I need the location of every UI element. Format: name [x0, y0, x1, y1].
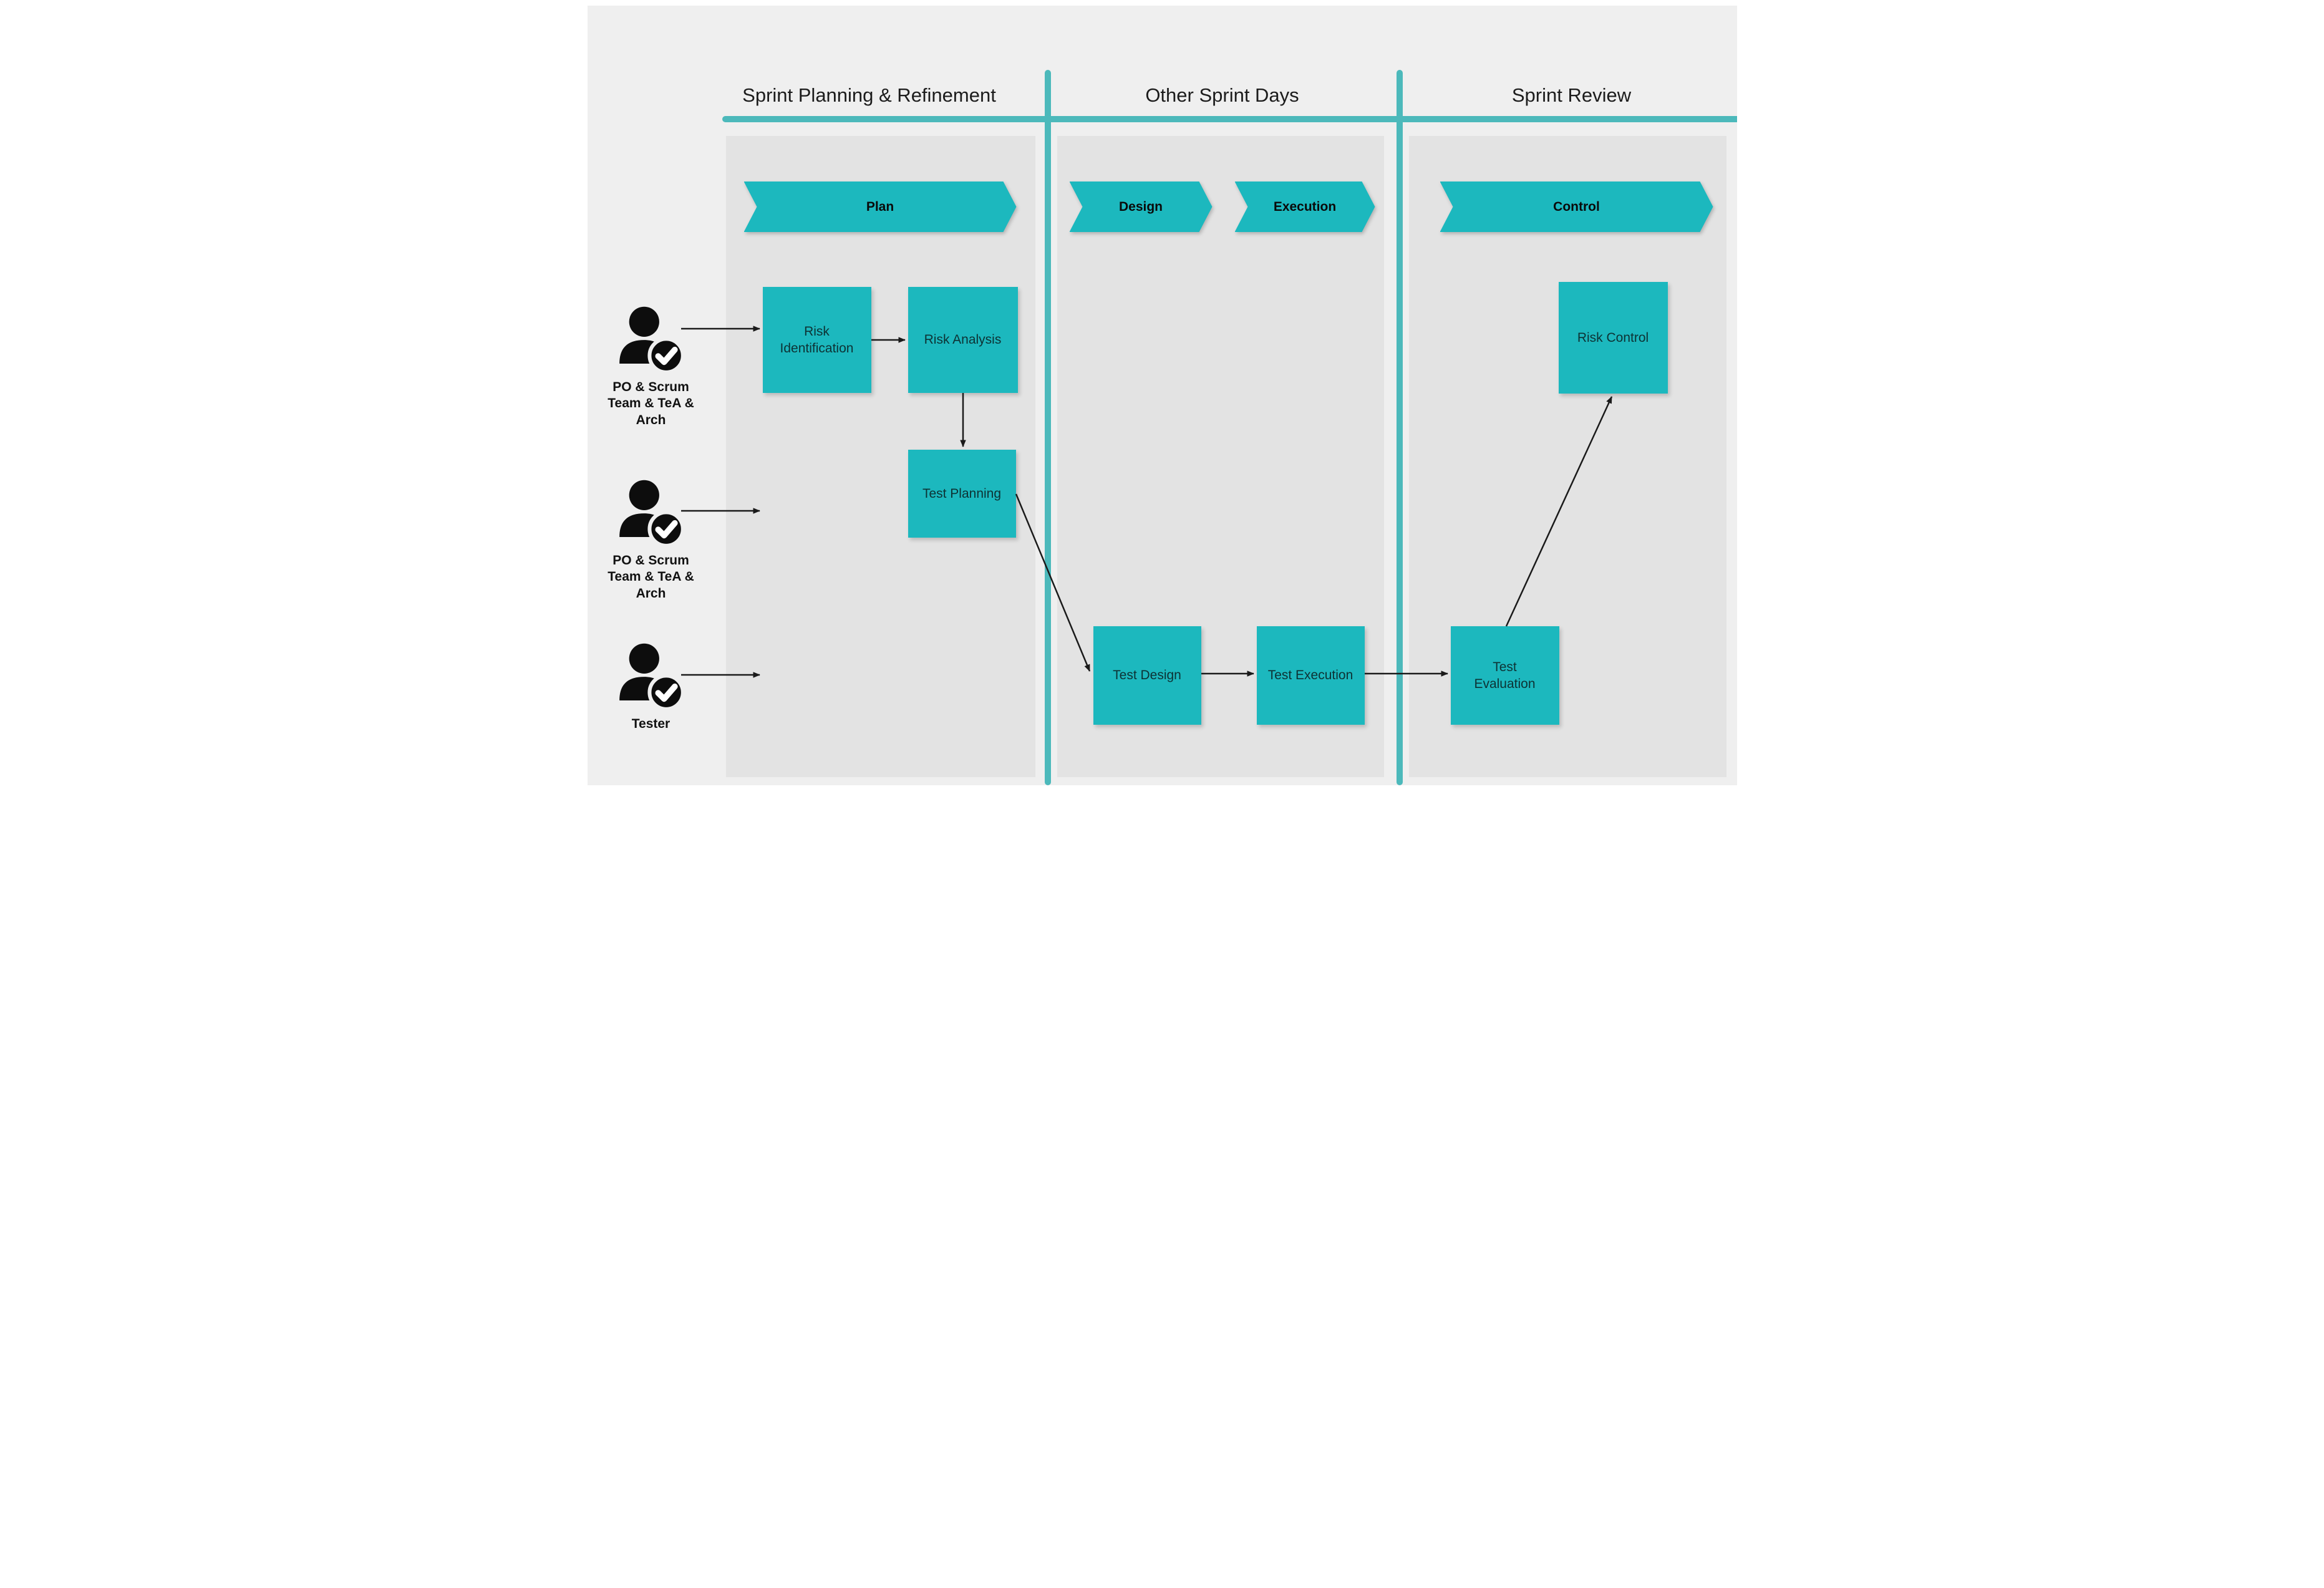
- phase-chevron-execution-shape: Execution: [1235, 182, 1375, 232]
- actor-label: PO & Scrum Team & TeA & Arch: [608, 380, 694, 427]
- actor-label: PO & Scrum Team & TeA & Arch: [608, 553, 694, 601]
- person-check-icon: [619, 306, 685, 374]
- diagram-stage: Sprint Planning & Refinement Other Sprin…: [581, 0, 1743, 794]
- phase-chevron-plan-shape: Plan: [744, 182, 1017, 232]
- node-test-execution: Test Execution: [1256, 626, 1365, 725]
- node-test-evaluation: Test Evaluation: [1450, 626, 1559, 725]
- phase-chevron-design: Design: [1070, 182, 1213, 232]
- actor-label: Tester: [631, 717, 671, 731]
- phase-chevron-execution: Execution: [1235, 182, 1375, 232]
- lane-divider-1: [1044, 70, 1051, 785]
- phase-chevron-plan: Plan: [744, 182, 1017, 232]
- phase-chevron-design-shape: Design: [1070, 182, 1213, 232]
- actor-po-scrum-team-2: PO & Scrum Team & TeA & Arch: [604, 479, 699, 602]
- lane-header-other-sprint-days: Other Sprint Days: [1145, 84, 1299, 106]
- lane-header-sprint-review: Sprint Review: [1511, 84, 1632, 106]
- node-risk-control: Risk Control: [1558, 282, 1668, 394]
- header-underline-bar: [722, 116, 1737, 122]
- node-risk-analysis: Risk Analysis: [908, 287, 1018, 393]
- actor-tester: Tester: [604, 642, 699, 732]
- node-test-design: Test Design: [1093, 626, 1201, 725]
- lane-header-sprint-planning: Sprint Planning & Refinement: [742, 84, 996, 106]
- person-check-icon: [619, 480, 685, 548]
- phase-chevron-control: Control: [1440, 182, 1713, 232]
- person-check-icon: [619, 643, 685, 711]
- node-test-planning: Test Planning: [908, 450, 1016, 538]
- phase-chevron-control-shape: Control: [1440, 182, 1713, 232]
- lane-divider-2: [1396, 70, 1403, 785]
- actor-po-scrum-team-1: PO & Scrum Team & TeA & Arch: [604, 306, 699, 428]
- node-risk-identification: Risk Identification: [762, 287, 871, 393]
